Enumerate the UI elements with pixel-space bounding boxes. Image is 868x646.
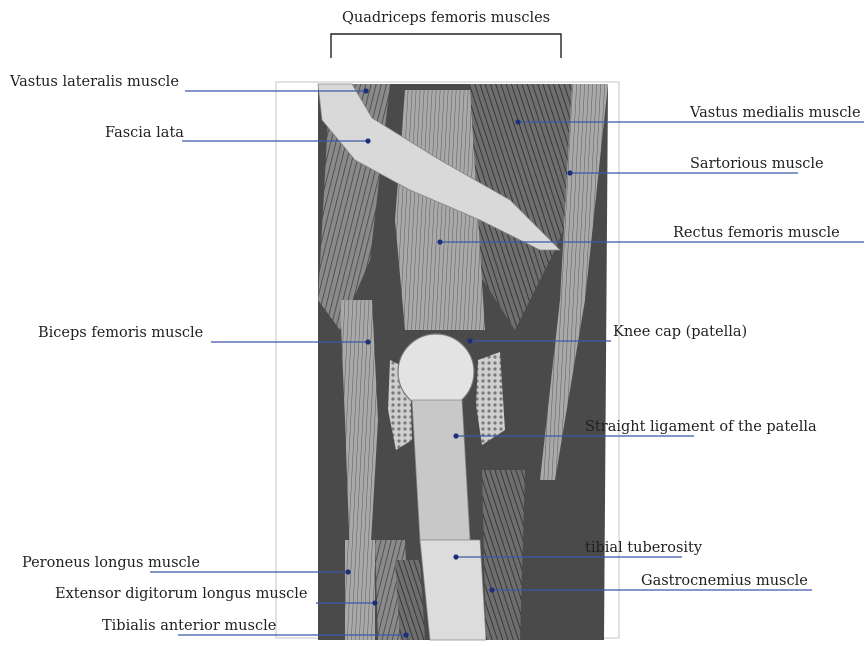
patellar-ligament-shape bbox=[412, 400, 470, 540]
quadriceps-bracket bbox=[331, 34, 561, 58]
biceps-femoris-label: Biceps femoris muscle bbox=[38, 324, 203, 342]
vastus-lateralis-label: Vastus lateralis muscle bbox=[10, 73, 179, 91]
patella-shape bbox=[398, 334, 474, 410]
straight-ligament-label: Straight ligament of the patella bbox=[585, 418, 817, 436]
tibialis-anterior-label: Tibialis anterior muscle bbox=[102, 617, 276, 635]
tibialis-anterior-shape bbox=[395, 560, 425, 640]
peroneus-longus-label: Peroneus longus muscle bbox=[22, 554, 200, 572]
quadriceps-femoris-label: Quadriceps femoris muscles bbox=[342, 9, 550, 27]
tibia-shape bbox=[420, 540, 486, 640]
fat-pad-right bbox=[476, 352, 505, 445]
tibial-tuberosity-label: tibial tuberosity bbox=[585, 539, 702, 557]
sartorious-label: Sartorious muscle bbox=[690, 155, 824, 173]
vastus-medialis-label: Vastus medialis muscle bbox=[690, 104, 861, 122]
peroneus-longus-shape bbox=[345, 540, 375, 640]
fascia-lata-label: Fascia lata bbox=[105, 124, 184, 142]
gastrocnemius-shape bbox=[482, 470, 525, 640]
knee-cap-label: Knee cap (patella) bbox=[613, 323, 747, 341]
extensor-digitorum-label: Extensor digitorum longus muscle bbox=[55, 585, 308, 603]
gastrocnemius-label: Gastrocnemius muscle bbox=[641, 572, 808, 590]
rectus-femoris-label: Rectus femoris muscle bbox=[673, 224, 840, 242]
